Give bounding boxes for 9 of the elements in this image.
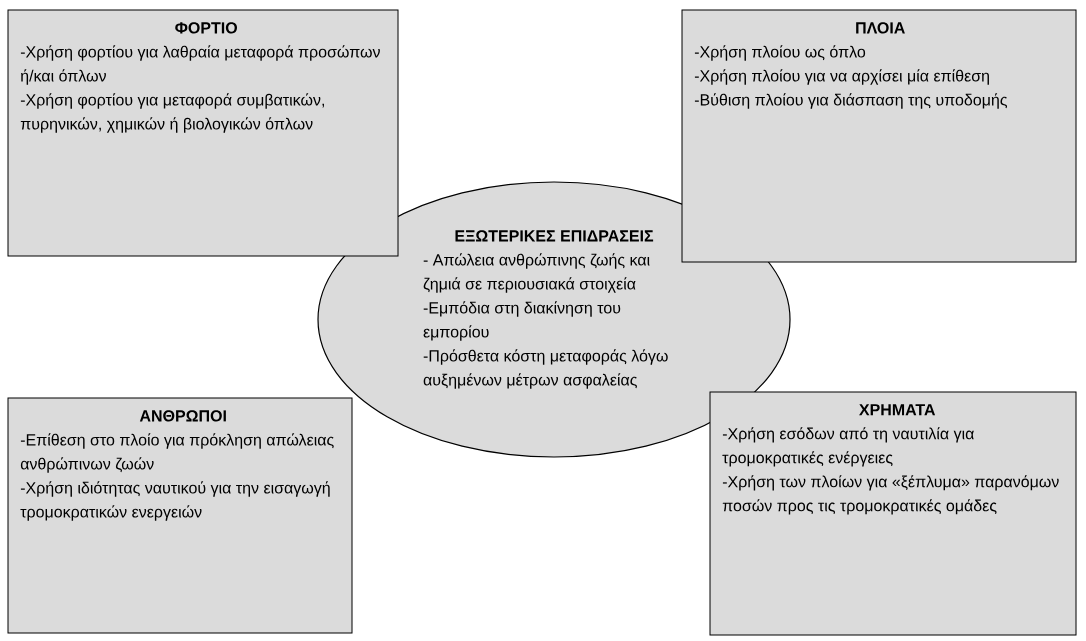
node-label: - Απώλεια ανθρώπινης ζωής και ζημιά σε περιουσιακά στοιχεία — [423, 253, 650, 293]
text-box: ΧΡΗΜΑΤΑ -Χρήση εσόδων από τη ναυτιλία για τρομοκρατικές ενέργειες -Χρήση των πλοίων για «ξέπλυμα» παρανόμων ποσών προς τις τρομοκρατικές ομάδες — [709, 391, 1077, 636]
text-box: ΦΟΡΤΙΟ -Χρήση φορτίου για λαθραία μεταφορά προσώπων ή/και όπλων -Χρήση φορτίου για μεταφορά συμβατικών, πυρηνικών, χημικών ή βιολογικών όπλων — [7, 9, 399, 257]
ellipse-text: ΕΞΩΤΕΡΙΚΕΣ ΕΠΙΔΡΑΣΕΙΣ - Απώλεια ανθρώπινης ζωής και ζημιά σε περιουσιακά στοιχεία -Εμπόδια στη διακίνηση του εμπορίου -Πρόσθετα κόστη μεταφοράς λόγω αυξημένων μέτρων ασφαλείας — [423, 230, 668, 389]
node-label: -Εμπόδια στη διακίνηση του εμπορίου — [423, 301, 621, 341]
text-box: ΠΛΟΙΑ -Χρήση πλοίου ως όπλο -Χρήση πλοίου για να αρχίσει μία επίθεση -Βύθιση πλοίου για διάσπαση της υποδομής — [681, 9, 1077, 263]
text-box: ΑΝΘΡΩΠΟΙ -Επίθεση στο πλοίο για πρόκληση απώλειας ανθρώπινων ζωών -Χρήση ιδιότητας ναυτικού για την εισαγωγή τρομοκρατικών ενεργειών — [7, 397, 353, 634]
node-label: -Πρόσθετα κόστη μεταφοράς λόγω αυξημένων μέτρων ασφαλείας — [423, 349, 668, 389]
node-label: ΕΞΩΤΕΡΙΚΕΣ ΕΠΙΔΡΑΣΕΙΣ — [455, 230, 654, 242]
